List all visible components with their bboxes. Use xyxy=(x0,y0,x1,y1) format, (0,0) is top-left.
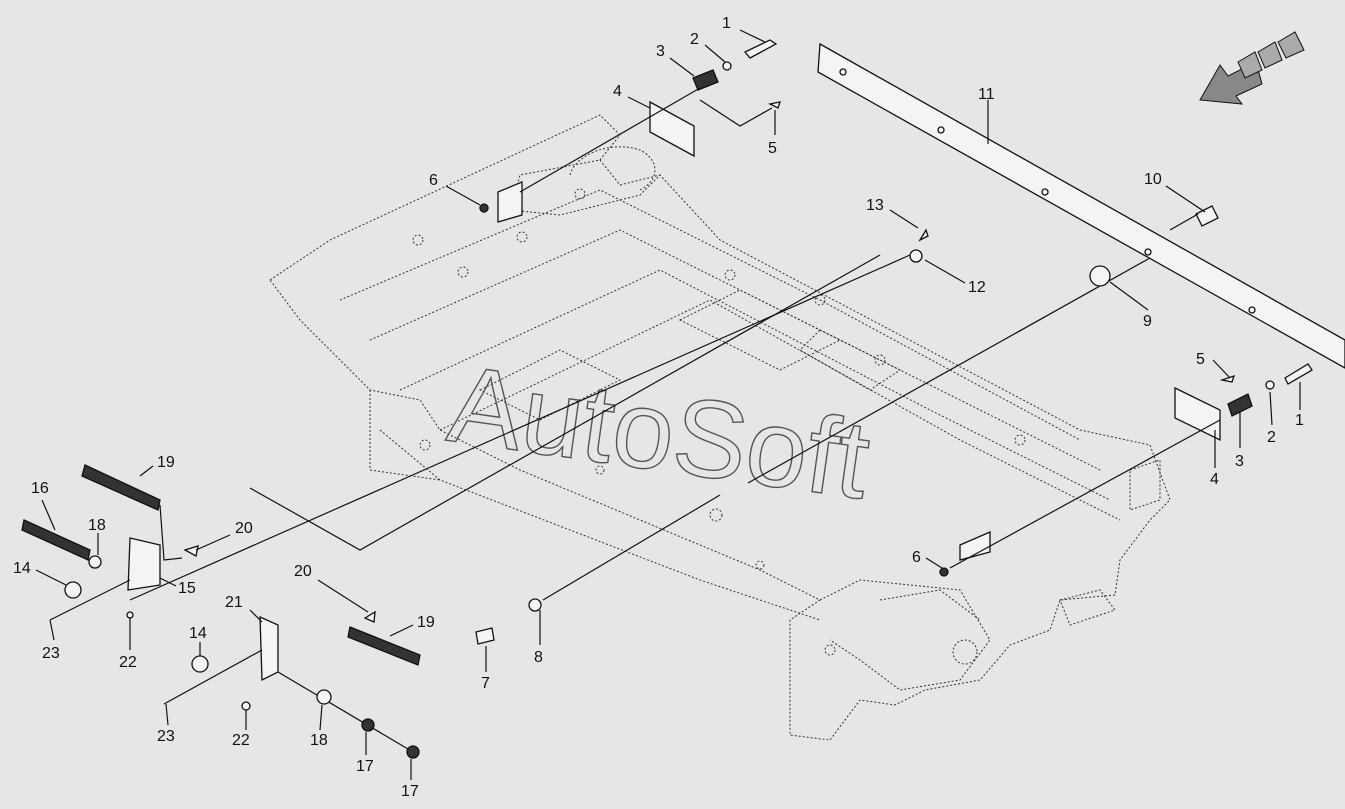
callout-22: 22 xyxy=(119,654,137,671)
watermark-text: AutoSoft xyxy=(442,342,877,523)
callout-15: 15 xyxy=(178,580,196,597)
callout-9: 9 xyxy=(1143,313,1152,330)
callout-23: 23 xyxy=(42,645,60,662)
callout-6: 6 xyxy=(429,172,438,189)
callout-8: 8 xyxy=(534,649,543,666)
callout-12: 12 xyxy=(968,279,986,296)
callout-1: 1 xyxy=(722,15,731,32)
callout-3: 3 xyxy=(656,43,665,60)
callout-11: 11 xyxy=(978,86,995,103)
callout-17: 17 xyxy=(356,758,374,775)
callout-1: 1 xyxy=(1295,412,1304,429)
callout-23: 23 xyxy=(157,728,175,745)
direction-arrow-icon xyxy=(1199,31,1305,105)
upper-bracket-assembly xyxy=(479,39,781,223)
callout-19: 19 xyxy=(417,614,435,631)
callout-20: 20 xyxy=(294,563,312,580)
callout-17: 17 xyxy=(401,783,419,800)
callout-leaders xyxy=(35,29,1301,780)
right-bracket-assembly xyxy=(939,363,1313,577)
callout-14: 14 xyxy=(13,560,31,577)
callout-16: 16 xyxy=(31,480,49,497)
callout-6: 6 xyxy=(912,549,921,566)
rail-part-11 xyxy=(817,42,1345,369)
callout-19: 19 xyxy=(157,454,175,471)
callout-7: 7 xyxy=(481,675,490,692)
callout-2: 2 xyxy=(1267,429,1276,446)
callout-labels: 1 2 3 4 5 6 11 10 13 12 9 5 1 2 3 4 6 19… xyxy=(13,15,1304,800)
callout-22: 22 xyxy=(232,732,250,749)
callout-14: 14 xyxy=(189,625,207,642)
callout-3: 3 xyxy=(1235,453,1244,470)
left-linkage-assembly xyxy=(21,464,421,759)
callout-5: 5 xyxy=(768,140,777,157)
watermark: AutoSoft xyxy=(441,341,877,523)
rods-and-fasteners xyxy=(129,205,1219,645)
callout-18: 18 xyxy=(310,732,328,749)
callout-10: 10 xyxy=(1144,171,1162,188)
callout-2: 2 xyxy=(690,31,699,48)
callout-18: 18 xyxy=(88,517,106,534)
callout-20: 20 xyxy=(235,520,253,537)
chassis-frame xyxy=(269,114,1171,741)
callout-4: 4 xyxy=(613,83,622,100)
callout-4: 4 xyxy=(1210,471,1219,488)
callout-13: 13 xyxy=(866,197,884,214)
callout-21: 21 xyxy=(225,594,243,611)
callout-5: 5 xyxy=(1196,351,1205,368)
